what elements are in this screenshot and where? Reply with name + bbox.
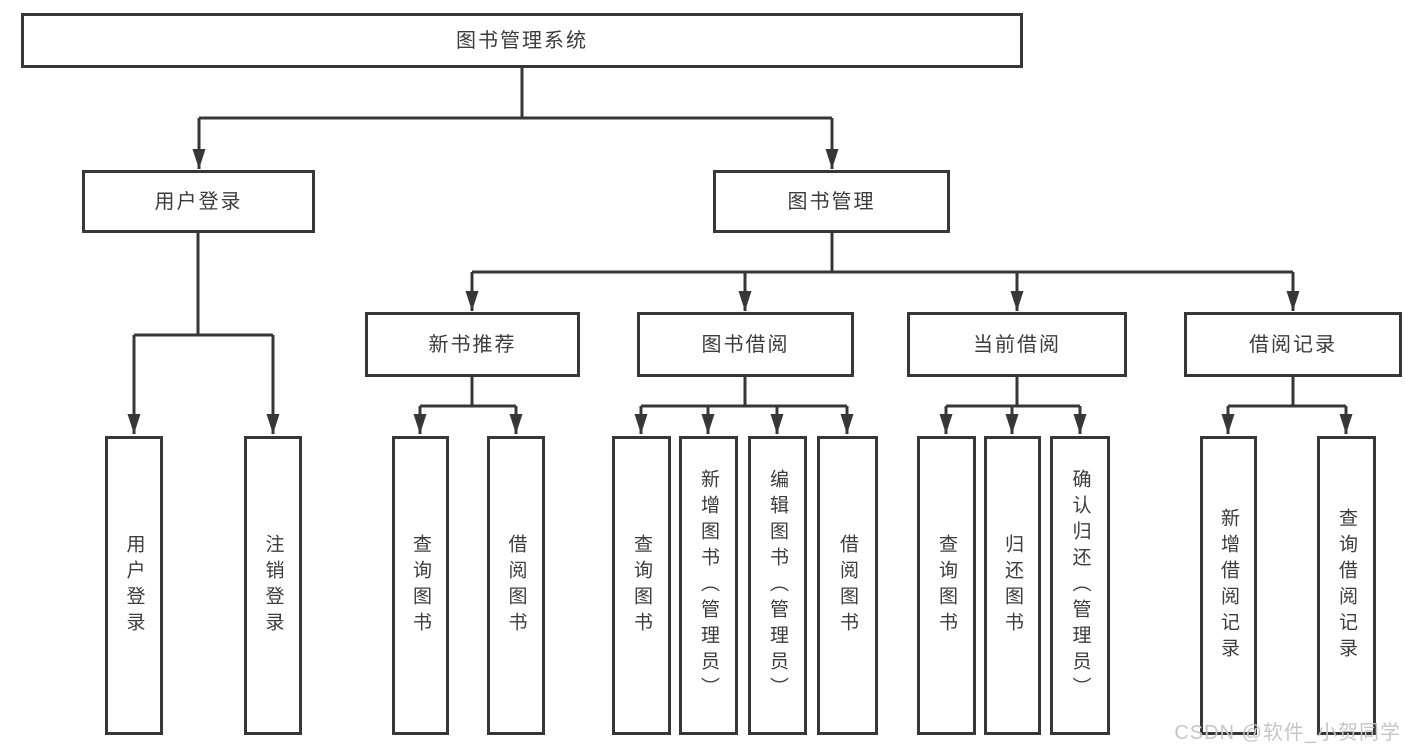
leaf-records-query-record: 查询借阅记录	[1317, 436, 1376, 735]
leaf-borrow-edit-books-admin-label: 编辑图书（管理员）	[767, 468, 788, 703]
csdn-watermark: CSDN @软件_小贺同学	[1174, 722, 1401, 744]
leaf-newbooks-borrow-books-label: 借阅图书	[505, 533, 527, 638]
leaf-current-confirm-return-admin-label: 确认归还（管理员）	[1069, 468, 1091, 703]
leaf-newbooks-borrow-books: 借阅图书	[487, 436, 545, 735]
node-borrow-records: 借阅记录	[1184, 312, 1402, 377]
node-borrow-records-label: 借阅记录	[1249, 333, 1337, 356]
leaf-logout-label: 注销登录	[262, 533, 284, 638]
leaf-current-query-books-label: 查询图书	[936, 533, 957, 638]
connector-book-borrow-children	[634, 377, 854, 434]
leaf-records-add-record: 新增借阅记录	[1200, 436, 1257, 735]
connector-root-to-level2	[192, 68, 839, 169]
node-root: 图书管理系统	[21, 13, 1023, 68]
node-book-borrow: 图书借阅	[637, 312, 854, 377]
leaf-borrow-query-books: 查询图书	[612, 436, 671, 735]
leaf-newbooks-query-books: 查询图书	[392, 436, 449, 735]
leaf-user-login: 用户登录	[105, 436, 163, 735]
leaf-records-add-record-label: 新增借阅记录	[1218, 507, 1239, 664]
connector-current-borrow-children	[939, 377, 1087, 434]
leaf-newbooks-query-books-label: 查询图书	[410, 533, 431, 638]
leaf-records-query-record-label: 查询借阅记录	[1336, 507, 1357, 664]
connector-borrow-records-children	[1221, 377, 1353, 434]
connector-book-mgmt-children	[465, 233, 1300, 311]
leaf-borrow-borrow-books-label: 借阅图书	[837, 533, 858, 638]
leaf-borrow-add-books-admin: 新增图书（管理员）	[679, 436, 738, 735]
connector-user-login-children	[127, 233, 280, 434]
node-new-books: 新书推荐	[365, 312, 580, 377]
leaf-current-return-books: 归还图书	[984, 436, 1041, 735]
leaf-logout: 注销登录	[244, 436, 302, 735]
node-user-login: 用户登录	[82, 170, 315, 233]
node-book-borrow-label: 图书借阅	[701, 333, 790, 356]
leaf-borrow-query-books-label: 查询图书	[631, 533, 652, 638]
node-current-borrow-label: 当前借阅	[973, 333, 1061, 356]
node-book-mgmt-label: 图书管理	[787, 190, 876, 213]
leaf-borrow-edit-books-admin: 编辑图书（管理员）	[748, 436, 807, 735]
leaf-current-return-books-label: 归还图书	[1002, 533, 1023, 638]
leaf-user-login-label: 用户登录	[123, 533, 145, 638]
connector-new-books-children	[413, 377, 523, 434]
leaf-current-confirm-return-admin: 确认归还（管理员）	[1050, 436, 1110, 735]
node-user-login-label: 用户登录	[154, 190, 243, 213]
leaf-current-query-books: 查询图书	[917, 436, 976, 735]
node-current-borrow: 当前借阅	[907, 312, 1127, 377]
leaf-borrow-add-books-admin-label: 新增图书（管理员）	[698, 468, 719, 703]
node-new-books-label: 新书推荐	[428, 333, 517, 356]
leaf-borrow-borrow-books: 借阅图书	[817, 436, 878, 735]
node-root-label: 图书管理系统	[456, 29, 588, 52]
node-book-mgmt: 图书管理	[713, 170, 950, 233]
